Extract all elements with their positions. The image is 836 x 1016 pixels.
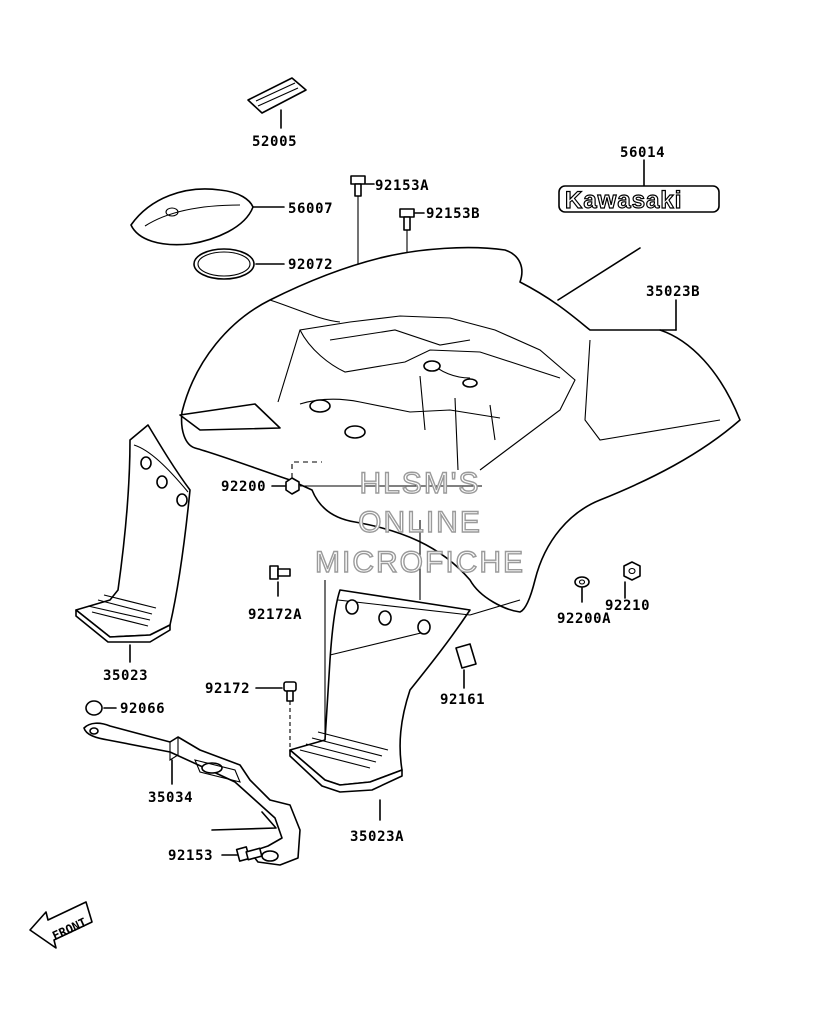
label-52005[interactable]: 52005 [252,134,297,150]
front-arrow: FRONT [29,901,93,949]
label-92172[interactable]: 92172 [205,681,250,697]
footguard-35023[interactable] [75,424,191,663]
bracket-35034[interactable] [83,722,301,866]
label-35023[interactable]: 35023 [103,668,148,684]
label-92072[interactable]: 92072 [288,257,333,273]
cover-56007[interactable] [130,188,285,246]
screw-92172A[interactable] [269,565,291,597]
brand-decal-text: Kawasaki [565,187,682,214]
bolt-92153[interactable] [221,846,263,862]
label-56007[interactable]: 56007 [288,201,333,217]
decal-56014[interactable]: Kawasaki [558,159,720,215]
label-56014[interactable]: 56014 [620,145,665,161]
washer-92200A[interactable] [574,576,590,603]
label-plate-52005[interactable] [247,77,307,129]
label-92200A[interactable]: 92200A [557,611,611,627]
leader-lines [419,520,521,616]
watermark-line-1: HLSM'S [359,467,480,500]
cap-92066[interactable] [85,700,117,716]
nut-92210[interactable] [623,561,641,599]
label-35034[interactable]: 35034 [148,790,193,806]
footguard-35023A[interactable] [289,580,471,821]
label-92153B[interactable]: 92153B [426,206,480,222]
label-92066[interactable]: 92066 [120,701,165,717]
part-labels: 52005 56014 92153A 56007 92153B 92072 35… [103,134,700,864]
watermark: HLSM'S ONLINE MICROFICHE [314,466,525,579]
screw-92172[interactable] [255,681,297,752]
label-35023A[interactable]: 35023A [350,829,404,845]
nut-92200[interactable] [271,461,482,495]
pad-92161[interactable] [455,643,477,689]
label-92153[interactable]: 92153 [168,848,213,864]
watermark-line-2: ONLINE [358,506,482,539]
label-92153A[interactable]: 92153A [375,178,429,194]
rear-fender-35023B[interactable] [179,246,741,613]
label-92200[interactable]: 92200 [221,479,266,495]
label-92172A[interactable]: 92172A [248,607,302,623]
label-92161[interactable]: 92161 [440,692,485,708]
watermark-line-3: MICROFICHE [315,546,525,579]
label-92210[interactable]: 92210 [605,598,650,614]
band-92072[interactable] [193,248,285,280]
label-35023B[interactable]: 35023B [646,284,700,300]
